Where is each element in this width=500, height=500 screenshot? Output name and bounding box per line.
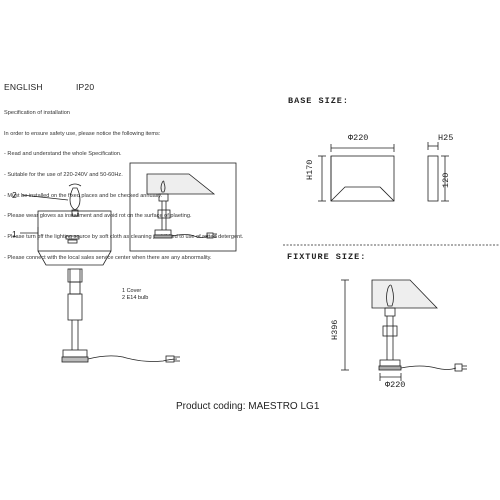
spec-block: Specification of installation In order t… [4,96,243,269]
base-depth-top-label: H25 [438,133,454,143]
spec-title: Specification of installation [4,109,70,116]
legend-item-bulb: 2 E14 bulb [122,295,149,301]
assembled-view-frame [129,162,237,252]
callout-2: 2 [12,190,17,200]
spec-line: - Must be installed on the fixed places … [4,192,163,199]
spec-line: - Suitable for the use of 220-240V and 5… [4,171,123,178]
spec-line: - Please connect with the local sales se… [4,254,212,261]
spec-line: - Please wear gloves as installment and … [4,213,192,220]
legend: 1 Cover 2 E14 bulb [122,288,148,302]
spec-line: In order to ensure safety use, please no… [4,130,161,137]
callout-1: 1 [12,229,17,239]
spec-line: - Read and understand the whole Specific… [4,151,122,158]
fixture-diameter-label: Φ220 [385,380,406,390]
base-size-side-drawing [427,142,449,202]
legend-item-cover: 1 Cover [122,288,142,294]
fixture-size-title: FIXTURE SIZE: [287,252,367,262]
assembled-view [129,162,237,252]
lampshade-cover [37,210,112,252]
spec-line: - Please turn off the lighting source by… [4,234,244,241]
base-diameter-label: Φ220 [348,133,369,143]
product-coding: Product coding: MAESTRO LG1 [176,401,320,412]
base-size-title: BASE SIZE: [288,96,350,106]
bulb-icon [69,187,81,211]
base-size-front-drawing [318,144,395,202]
exploded-view [20,183,180,363]
language-label: ENGLISH [4,82,43,92]
fixture-size-drawing [341,279,467,381]
ip-rating-label: IP20 [76,82,95,92]
